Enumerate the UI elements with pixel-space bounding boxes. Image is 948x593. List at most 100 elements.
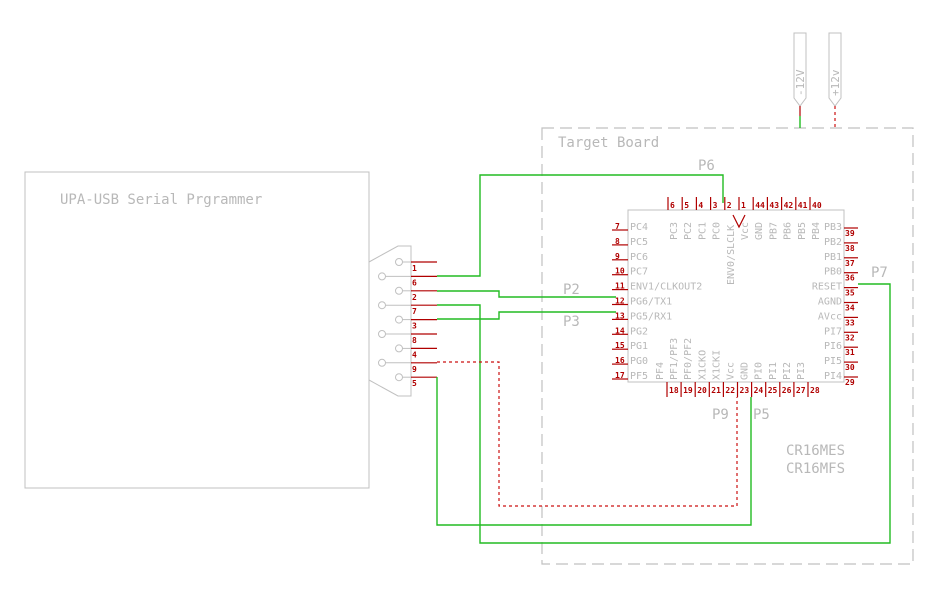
chip-pin-name: PB4 — [811, 222, 822, 240]
chip-pin-name: PI3 — [796, 362, 807, 380]
chip-pin-number: 27 — [796, 386, 806, 395]
chip-pin-number: 39 — [845, 229, 855, 238]
chip-pin-name: PB1 — [824, 252, 842, 263]
chip-pin-name: PC7 — [630, 267, 648, 278]
chip-pin-number: 8 — [615, 237, 620, 246]
chip-pin-name: X1CKI — [711, 350, 722, 380]
chip-pin-number: 6 — [670, 201, 675, 210]
db9-pin-hole-icon — [395, 344, 403, 353]
chip-pin-name: PG0 — [630, 356, 648, 367]
chip-pin-number: 42 — [784, 201, 794, 210]
chip-pin-name: PB7 — [768, 222, 779, 240]
target-board-box — [541, 127, 914, 565]
chip-pin-number: 29 — [845, 378, 855, 387]
chip-pin-number: 12 — [615, 297, 625, 306]
chip-pin-number: 32 — [845, 333, 855, 342]
chip-pin-name: PI2 — [782, 362, 793, 380]
supply-neg12v: -12V — [793, 32, 807, 128]
wire-p6 — [437, 174, 724, 277]
programmer-box — [24, 171, 370, 489]
chip-pin-name: PC5 — [630, 237, 648, 248]
chip-pin-name: PB3 — [824, 222, 842, 233]
chip-pin-name: PC2 — [683, 222, 694, 240]
part-name-1: CR16MES — [786, 443, 845, 459]
db9-pin-hole-icon — [378, 272, 386, 281]
programmer-title: UPA-USB Serial Prgrammer — [60, 192, 262, 208]
chip-pin-number: 28 — [810, 386, 820, 395]
chip-pin-number: 16 — [615, 356, 625, 365]
net-label-p6: P6 — [698, 158, 715, 174]
net-label-p5: P5 — [753, 407, 770, 423]
chip-pin-name: X1CKO — [697, 350, 708, 380]
db9-pin-number: 1 — [412, 264, 417, 273]
target-board-title: Target Board — [558, 135, 659, 151]
chip-pin-number: 38 — [845, 244, 855, 253]
supply-pos12v: +12v — [828, 32, 842, 128]
chip-pin-number: 15 — [615, 341, 625, 350]
chip-pin-number: 5 — [684, 201, 689, 210]
chip-pin-number: 2 — [727, 201, 732, 210]
chip-pin-name: PF1/PF3 — [669, 338, 680, 380]
chip-pin-number: 18 — [669, 386, 679, 395]
chip-pin-name: GND — [740, 362, 751, 380]
chip-pin-number: 26 — [782, 386, 792, 395]
net-label-p2: P2 — [563, 282, 580, 298]
chip-pin-number: 14 — [615, 326, 625, 335]
chip-pin-name: PG1 — [630, 341, 648, 352]
chip-pin-number: 40 — [812, 201, 822, 210]
chip-pin-name: PC4 — [630, 222, 648, 233]
chip-pin-name: PI4 — [824, 371, 842, 382]
chip-pin-number: 22 — [725, 386, 735, 395]
db9-pin-number: 8 — [412, 336, 417, 345]
chip-pin-number: 23 — [740, 386, 750, 395]
chip-pin-number: 34 — [845, 304, 855, 313]
chip-pin-number: 36 — [845, 274, 855, 283]
wire-p9 — [437, 361, 738, 507]
db9-pin-hole-icon — [395, 373, 403, 382]
chip-pin-name: Vcc — [726, 362, 737, 380]
chip-pin-number: 37 — [845, 259, 855, 268]
chip-pin-number: 33 — [845, 318, 855, 327]
chip-pin-number: 7 — [615, 222, 620, 231]
wire-p5 — [436, 377, 752, 526]
chip-pin-name: PG5/RX1 — [630, 311, 672, 322]
wire-p7 — [437, 283, 891, 544]
part-name-2: CR16MFS — [786, 461, 845, 477]
chip-pin-number: 10 — [615, 267, 625, 276]
chip-pin-number: 35 — [845, 289, 855, 298]
chip-pin-number: 30 — [845, 363, 855, 372]
chip-pin-name: PI7 — [824, 326, 842, 337]
db9-connector-shell — [368, 245, 412, 397]
chip-pin-number: 3 — [713, 201, 718, 210]
wire-p2 — [437, 290, 616, 298]
db9-pin-hole-icon — [378, 301, 386, 310]
chip-pin-number: 17 — [615, 371, 625, 380]
chip-pin-name: PB2 — [824, 237, 842, 248]
chip-pin-number: 21 — [711, 386, 721, 395]
db9-pin-hole-icon — [395, 286, 403, 295]
chip-pins: 6PC35PC24PC13PC02ENV0/SLCLK1Vcc44GND43PB… — [612, 197, 858, 397]
chip-pin-number: 41 — [798, 201, 808, 210]
chip-pin-number: 4 — [698, 201, 703, 210]
chip-pin-name: PC6 — [630, 252, 648, 263]
chip-pin-name: PI1 — [768, 362, 779, 380]
chip-pin-name: PI6 — [824, 341, 842, 352]
chip-pin-name: PI0 — [754, 362, 765, 380]
chip-pin-name: PF4 — [655, 362, 666, 380]
db9-pin-number: 6 — [412, 278, 417, 287]
chip-pin-name: RESET — [812, 282, 842, 293]
db9-pin-hole-icon — [395, 258, 403, 266]
db9-pin-number: 4 — [412, 350, 417, 359]
chip-pin-name: PG6/TX1 — [630, 297, 672, 308]
chip-pin-number: 20 — [697, 386, 707, 395]
chip-pin-number: 13 — [615, 311, 625, 320]
chip-pin-number: 1 — [741, 201, 746, 210]
chip-body — [627, 209, 845, 383]
chip-pin-number: 9 — [615, 252, 620, 261]
chip-pin-number: 43 — [769, 201, 779, 210]
db9-pin-hole-icon — [378, 330, 386, 338]
chip-pin-name: Vcc — [740, 222, 751, 240]
chip-pin-number: 31 — [845, 348, 855, 357]
